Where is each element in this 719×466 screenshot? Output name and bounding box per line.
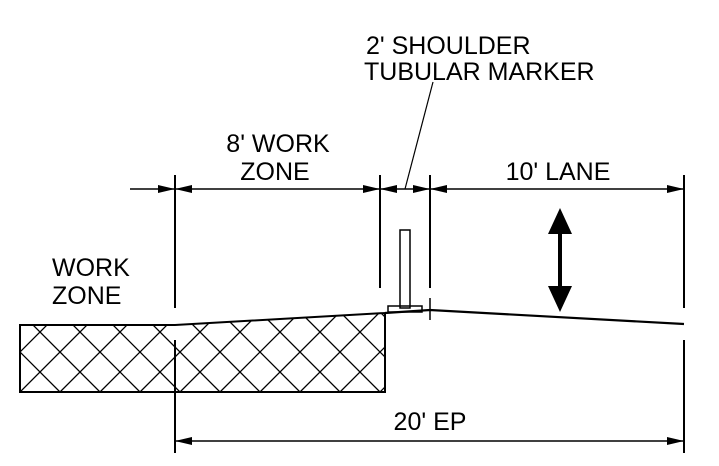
top-dimension-line: [130, 185, 684, 193]
shoulder-label-line2: TUBULAR MARKER: [364, 58, 595, 86]
shoulder-label-line1: 2' SHOULDER: [366, 32, 531, 60]
extension-lines: [174, 175, 685, 453]
work-zone-width-label-line1: 8' WORK: [226, 130, 330, 158]
work-zone-label-line1: WORK: [52, 254, 130, 282]
pavement-crosshatch: [20, 313, 385, 392]
work-zone-label-line2: ZONE: [52, 282, 121, 310]
shoulder-leader-line: [404, 81, 434, 190]
work-zone-pavement-slab: [19, 311, 386, 393]
tubular-marker-icon: [387, 229, 423, 313]
lane-width-label: 10' LANE: [506, 158, 611, 186]
edge-of-pavement-dimension-line: [175, 437, 684, 445]
traffic-direction-arrow-icon: [548, 208, 572, 312]
edge-of-pavement-label: 20' EP: [394, 408, 467, 436]
work-zone-width-label-line2: ZONE: [240, 158, 309, 186]
